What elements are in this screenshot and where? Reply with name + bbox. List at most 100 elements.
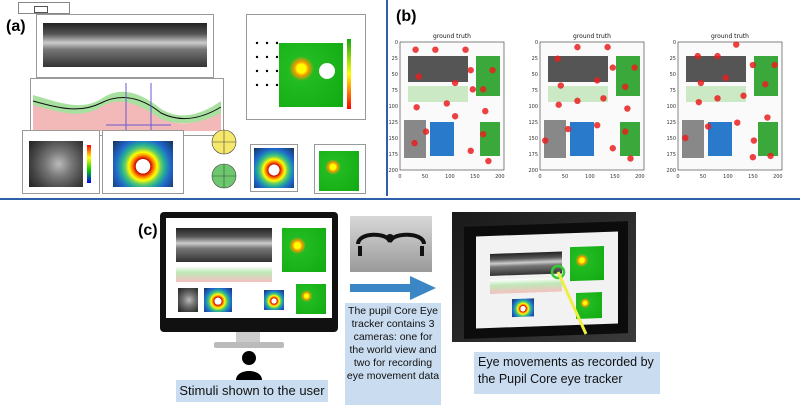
gt-fixation-dot [695,98,702,106]
gt-fixation-dot [480,86,487,93]
monitor-base [214,342,284,348]
visual-field-points [255,41,279,87]
gt-y-tick: 0 [673,40,676,46]
gt-fixation-dot [542,137,549,144]
screen-fundus [178,288,198,312]
gt-profile-thumb [548,86,608,102]
gt-fixation-dot [722,74,730,82]
gt-fixation-dot [682,134,689,142]
panel-c-label: (c) [138,222,158,239]
gt-x-tick: 150 [748,174,758,180]
gt-y-tick: 125 [666,120,676,126]
gt-oct-thumb [686,56,746,82]
gt-x-tick: 50 [700,174,706,180]
gaze-overlay [550,264,588,335]
gt-y-tick: 50 [532,72,538,78]
blind-spot [319,63,335,79]
gt-deviation-thumb [480,122,500,156]
thickness-profile-svg [32,83,222,131]
gt-fixation-dot [467,66,474,74]
oct-scan-frame [36,14,214,78]
gt-fixation-dot [443,100,450,107]
gt-fixation-dot [574,43,581,51]
gt-fixation-dot [485,157,492,165]
legend-swatch [34,6,48,13]
visual-field-map [246,14,366,120]
eye-tracker-photo [350,216,432,272]
ganglion-map-panel [250,144,298,192]
gt-y-tick: 25 [392,56,398,62]
gt-deviation-thumb [620,122,640,156]
gt-fixation-dot [694,52,701,60]
gt-x-tick: 200 [773,174,783,180]
horizontal-divider [0,198,800,200]
user-icon [236,351,262,380]
panel-a-label: (a) [6,18,26,35]
gt-fixation-dot [574,97,581,105]
gt-fixation-dot [749,154,757,161]
gt-x-tick: 0 [538,174,541,180]
gt-y-tick: 100 [666,104,676,110]
screen-profile [176,266,272,282]
gt-field-thumb [476,56,500,96]
gt-fixation-dot [740,92,747,99]
gt-fixation-dot [733,41,740,48]
gt-x-tick: 0 [398,174,401,180]
screen-oct-scan [176,228,272,262]
gt-fundus-thumb [404,120,426,158]
gt-fixation-dot [462,46,469,53]
gt-profile-thumb [686,86,746,102]
gt-y-tick: 150 [666,136,676,142]
gt-fixation-dot [750,137,758,144]
gt-fixation-dot [451,79,459,87]
gt-fixation-dot [422,128,430,135]
gt-fixation-dot [469,86,476,93]
gt-y-tick: 125 [388,120,398,126]
monitor [160,212,338,332]
gt-field-thumb [616,56,640,96]
gt-thickness-thumb [430,122,454,156]
gt-fixation-dot [764,114,771,121]
fundus-image [29,141,83,187]
screen-ganglion-map [264,290,284,310]
gt-fixation-dot [554,55,561,62]
deviation-grid-panel [314,144,366,194]
screen-deviation [296,284,326,314]
gt-x-tick: 50 [422,174,428,180]
gt-y-tick: 175 [388,152,398,158]
gt-fixation-dot [412,46,419,53]
fundus-colorbar [87,145,91,183]
recorded-caption: Eye movements as recorded by the Pupil C… [474,352,660,394]
gt-y-tick: 100 [528,104,538,110]
gt-y-tick: 0 [535,40,538,46]
sector-charts [211,129,237,189]
gt-fixation-dot [762,81,769,88]
gt-fixation-dot [594,122,601,129]
gt-y-tick: 25 [670,56,676,62]
tracker-caption: The pupil Core Eye tracker contains 3 ca… [345,303,441,405]
gt-fixation-dot [415,73,422,80]
vertical-divider [386,0,388,196]
gt-fixation-dot [480,130,487,138]
gt-y-tick: 75 [532,88,538,94]
gt-fixation-dot [704,123,712,130]
gt-x-tick: 100 [445,174,455,180]
gt-fixation-dot [557,82,564,89]
gt-fixation-dot [489,66,496,74]
gt-y-tick: 25 [532,56,538,62]
gt-fixation-dot [771,61,778,69]
gt-thickness-thumb [570,122,594,156]
gt-fixation-dot [749,61,757,69]
gt-fixation-dot [622,83,629,90]
gt-y-tick: 150 [528,136,538,142]
gt-fixation-dot [714,52,721,60]
gt-fixation-dot [594,77,601,84]
gt-profile-thumb [408,86,468,102]
gt-x-tick: 200 [495,174,505,180]
panel-b-label: (b) [396,8,417,25]
deviation-grid-image [319,151,359,191]
gt-fixation-dot [467,147,474,154]
gt-fixation-dot [697,79,705,87]
gt-y-tick: 50 [670,72,676,78]
gt-fundus-thumb [682,120,704,158]
